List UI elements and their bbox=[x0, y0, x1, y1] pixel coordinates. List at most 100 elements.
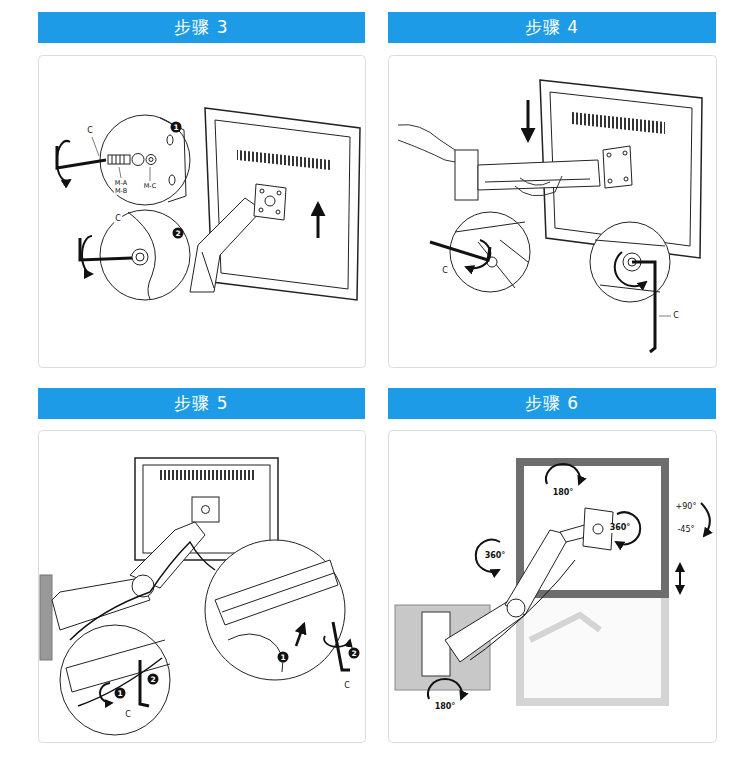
zoom-detail bbox=[100, 115, 190, 205]
zoom-detail bbox=[128, 212, 155, 299]
hex-key bbox=[324, 622, 350, 670]
step-title: 步骤 5 bbox=[174, 392, 228, 415]
monitor-back bbox=[205, 108, 360, 300]
monitor-arm bbox=[507, 599, 525, 617]
monitor-arm bbox=[470, 560, 575, 660]
zoom-detail bbox=[205, 540, 345, 680]
zoom-detail bbox=[60, 625, 170, 735]
monitor-back bbox=[202, 506, 210, 514]
hand bbox=[398, 140, 455, 162]
zoom-detail bbox=[146, 155, 156, 165]
lift-arrow bbox=[317, 204, 320, 238]
leader-line bbox=[92, 137, 99, 156]
hex-key bbox=[430, 242, 490, 260]
zoom-detail bbox=[167, 135, 173, 145]
hex-key bbox=[100, 683, 112, 703]
rotation-label: 180° bbox=[434, 702, 457, 712]
ghost-monitor bbox=[530, 615, 600, 640]
monitor-back bbox=[143, 465, 270, 553]
zoom-detail bbox=[112, 155, 124, 164]
zoom-detail bbox=[136, 253, 144, 261]
press-arrow bbox=[527, 100, 530, 140]
leader-line bbox=[659, 316, 671, 317]
rotation-arrow bbox=[546, 464, 580, 484]
rotation-arrow bbox=[701, 503, 710, 536]
step-header: 步骤 6 bbox=[388, 388, 716, 419]
rotation-arrow bbox=[428, 464, 710, 699]
monitor-arm bbox=[603, 146, 632, 188]
monitor-arm bbox=[445, 508, 613, 662]
hex-key bbox=[140, 660, 149, 706]
monitor-arm bbox=[132, 575, 154, 597]
zoom-detail bbox=[100, 210, 190, 300]
monitor-back bbox=[237, 150, 330, 170]
monitor-arm bbox=[276, 210, 280, 214]
hex-key bbox=[82, 236, 92, 274]
step-header: 步骤 3 bbox=[38, 12, 365, 43]
hex-key bbox=[80, 238, 132, 260]
monitor-arm bbox=[455, 146, 632, 200]
press-arrow bbox=[528, 100, 529, 140]
zoom-detail bbox=[215, 560, 338, 625]
height-arrow bbox=[679, 564, 681, 593]
hex-key bbox=[57, 141, 70, 181]
hex-key bbox=[615, 252, 655, 352]
wall-plate bbox=[40, 575, 52, 660]
callout-number: 1 bbox=[115, 688, 126, 699]
monitor-arm bbox=[265, 196, 275, 206]
monitor-back bbox=[160, 470, 255, 480]
wall-plate bbox=[40, 575, 52, 660]
panel-frames bbox=[39, 56, 717, 743]
zoom-detail bbox=[108, 155, 130, 164]
callout-number: 2 bbox=[349, 648, 360, 659]
monitor-arm bbox=[254, 184, 286, 220]
hand bbox=[520, 178, 550, 185]
callout-number: 2 bbox=[148, 674, 159, 685]
callout-number: 1 bbox=[278, 652, 289, 663]
monitor-arm bbox=[608, 179, 612, 183]
hex-key bbox=[632, 262, 655, 352]
zoom-detail bbox=[160, 118, 186, 202]
zoom-detail bbox=[78, 658, 162, 706]
zoom-detail bbox=[222, 573, 334, 612]
monitor-arm bbox=[202, 252, 214, 288]
part-label: C bbox=[124, 711, 132, 719]
callout-number: 1 bbox=[171, 122, 182, 133]
rotation-arrow bbox=[428, 679, 462, 699]
zoom-detail bbox=[100, 210, 190, 300]
push-arrow bbox=[296, 624, 304, 646]
monitor-arm bbox=[478, 160, 600, 190]
hex-key bbox=[57, 141, 106, 181]
step-header: 步骤 4 bbox=[388, 12, 716, 43]
part-label: C bbox=[441, 267, 449, 275]
hand bbox=[398, 125, 562, 196]
hex-key bbox=[466, 240, 490, 268]
hand bbox=[515, 176, 562, 196]
monitor-arm bbox=[260, 189, 264, 193]
hex-key bbox=[100, 660, 149, 706]
hex-key bbox=[57, 146, 106, 168]
wall-plate bbox=[422, 612, 450, 676]
part-label: C bbox=[86, 127, 94, 135]
part-label: -45° bbox=[676, 526, 695, 534]
zoom-detail bbox=[169, 175, 175, 185]
zoom-detail bbox=[455, 222, 528, 288]
step-title: 步骤 3 bbox=[174, 16, 228, 39]
zoom-detail bbox=[228, 634, 283, 672]
hex-key bbox=[430, 240, 490, 268]
monitor-arm bbox=[623, 151, 627, 155]
step-header: 步骤 5 bbox=[38, 388, 365, 419]
monitor-arm bbox=[624, 177, 628, 181]
leader-line bbox=[659, 316, 671, 317]
zoom-detail bbox=[205, 540, 345, 680]
part-label: M-B bbox=[114, 188, 128, 195]
zoom-detail bbox=[132, 154, 144, 166]
part-label: M-C bbox=[143, 183, 158, 190]
step-title: 步骤 4 bbox=[525, 16, 579, 39]
monitor-arm bbox=[190, 198, 262, 292]
callout-number: 2 bbox=[173, 228, 184, 239]
panel-frames bbox=[389, 56, 717, 368]
monitor-arm bbox=[259, 208, 263, 212]
monitor-arm bbox=[70, 542, 215, 640]
